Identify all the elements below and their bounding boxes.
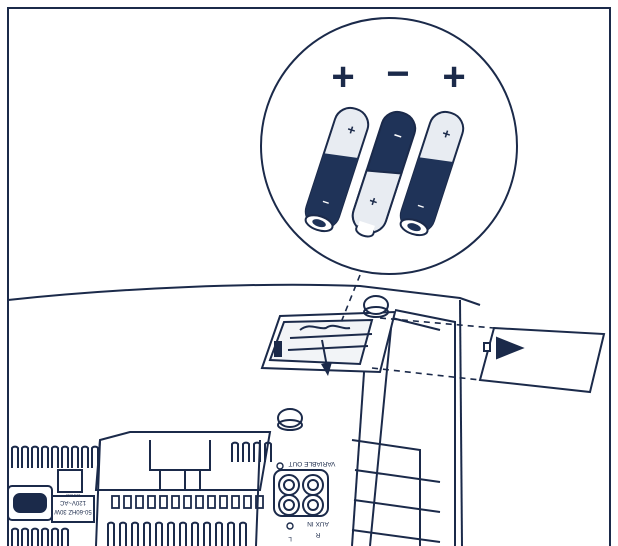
compartment-lid <box>478 326 606 394</box>
vent-fin <box>81 445 89 468</box>
vent-square <box>219 495 228 509</box>
vent-fin <box>21 527 29 546</box>
vent-fin <box>31 527 39 546</box>
vent-fin <box>131 521 139 546</box>
jack-symbols <box>276 462 294 530</box>
power-rating-label: 120V~AC <box>59 499 86 505</box>
polarity-plus-right: + <box>442 55 465 99</box>
vent-fin <box>167 521 175 546</box>
jack-r-label: R <box>315 531 320 538</box>
vent-fin <box>61 527 69 546</box>
frame-border <box>7 7 611 546</box>
vent-fin <box>242 441 250 462</box>
vent-fin <box>227 521 235 546</box>
vent-square <box>135 495 144 509</box>
guide-lines <box>339 274 495 381</box>
vent-fin <box>51 527 59 546</box>
vent-square-row <box>111 495 264 509</box>
vent-square <box>171 495 180 509</box>
knob-rear <box>277 408 303 431</box>
knob-top <box>363 295 389 318</box>
vent-fins-bottom <box>11 521 247 546</box>
vent-square <box>243 495 252 509</box>
vent-fin <box>41 527 49 546</box>
vent-fin <box>11 445 19 468</box>
vent-fin <box>203 521 211 546</box>
vent-fins-left <box>11 441 272 468</box>
vent-fin <box>61 445 69 468</box>
polarity-minus-middle: − <box>386 52 409 96</box>
jack-l-label: L <box>288 535 292 542</box>
battery-left: + − <box>304 106 370 233</box>
polarity-plus-left: + <box>331 55 354 99</box>
power-small-label: LISTED <box>66 493 80 498</box>
vent-fin <box>231 441 239 462</box>
vent-fin <box>119 521 127 546</box>
vent-fin <box>41 445 49 468</box>
vent-fin <box>91 445 99 468</box>
vent-fin <box>179 521 187 546</box>
vent-square <box>147 495 156 509</box>
vent-fin <box>21 445 29 468</box>
vent-fin <box>239 521 247 546</box>
battery-compartment <box>260 310 397 374</box>
audio-jack-panel <box>273 469 329 517</box>
battery-right: + − <box>399 110 465 237</box>
vent-fin <box>191 521 199 546</box>
vent-square <box>231 495 240 509</box>
variable-out-label: VARIABLE OUT <box>289 460 336 467</box>
aux-in-label: AUX IN <box>307 520 329 527</box>
battery-left-bottom-mark: − <box>320 194 331 209</box>
vent-fin <box>31 445 39 468</box>
power-inlet <box>7 469 95 523</box>
polarity-symbols: + − + <box>331 52 465 99</box>
vent-fin <box>11 527 19 546</box>
vent-fin <box>71 445 79 468</box>
vent-fin <box>155 521 163 546</box>
power-freq-label: 50-60HZ 30W <box>54 508 92 514</box>
vent-square <box>123 495 132 509</box>
vent-square <box>207 495 216 509</box>
vent-fin <box>107 521 115 546</box>
vent-fin <box>143 521 151 546</box>
vent-square <box>159 495 168 509</box>
vent-square <box>195 495 204 509</box>
battery-middle: − + <box>351 110 417 238</box>
vent-fin <box>215 521 223 546</box>
battery-right-bottom-mark: − <box>415 198 426 213</box>
vent-fin <box>51 445 59 468</box>
heatsink-block <box>94 431 272 546</box>
vent-square <box>111 495 120 509</box>
vent-square <box>255 495 264 509</box>
vent-square <box>183 495 192 509</box>
